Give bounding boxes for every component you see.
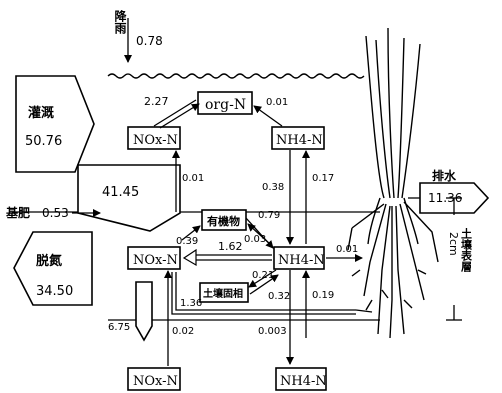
denitrification-value: 34.50 (36, 284, 73, 299)
node-nh4-water-label: NH4-N (276, 133, 323, 148)
pool-value: 41.45 (102, 185, 139, 200)
node-org-n-label: org-N (205, 97, 246, 113)
flow-nox-to-organic: 0.39 (176, 236, 198, 247)
soil-layer-label: 土壤表層 (460, 227, 474, 273)
flow-nh4-soil-up: 0.19 (312, 290, 334, 301)
flow-fixed-leach: 1.36 (180, 298, 202, 309)
node-nh4-soil-label: NH4-N (278, 253, 325, 268)
rain-value: 0.78 (136, 34, 163, 48)
drainage-label: 排水 (432, 168, 457, 183)
fertilizer-value: 0.53 (42, 206, 69, 220)
flow-organic-to-nh4-a: 0.79 (258, 210, 280, 221)
arrow-nh4-to-org (254, 106, 282, 126)
flow-nh4-fixed-a: 0.21 (252, 270, 274, 281)
flow-nh4-to-plant: 0.01 (336, 244, 358, 255)
flow-organic-to-nh4-b: 0.03 (244, 234, 266, 245)
flow-nh4-down-bottom: 0.003 (258, 326, 287, 337)
flow-nh4-down: 0.38 (262, 182, 284, 193)
irrigation-value: 50.76 (25, 134, 62, 149)
arrow-nox-leach (136, 282, 152, 340)
node-nox-water-label: NOx-N (133, 133, 178, 148)
node-organic-matter-label: 有機物 (207, 214, 240, 228)
flow-nh4-up: 0.17 (312, 173, 334, 184)
flow-nh4-fixed-b: 0.32 (268, 291, 290, 302)
flow-pool-to-nox: 0.01 (182, 173, 204, 184)
node-nox-soil-label: NOx-N (133, 253, 178, 268)
rain-label: 降雨 (113, 9, 127, 35)
node-nox-bottom-label: NOx-N (133, 374, 178, 389)
fertilizer-label: 基肥 (5, 205, 30, 220)
irrigation-label: 灌溉 (28, 105, 54, 121)
flow-nox-to-org: 2.27 (144, 95, 169, 108)
flow-nox-leach: 6.75 (108, 322, 130, 333)
flow-nh4-to-nox-soil: 1.62 (218, 240, 243, 253)
denitrification-label: 脱氮 (36, 253, 62, 269)
node-soil-fixed-label: 土壤固相 (203, 287, 243, 300)
node-nh4-bottom-label: NH4-N (280, 374, 327, 389)
flow-nh4-to-org: 0.01 (266, 97, 288, 108)
flow-nox-up-bottom: 0.02 (172, 326, 194, 337)
irrigation-shape (16, 76, 94, 172)
soil-depth-label: 2cm (447, 232, 460, 256)
water-surface-line (108, 74, 364, 78)
